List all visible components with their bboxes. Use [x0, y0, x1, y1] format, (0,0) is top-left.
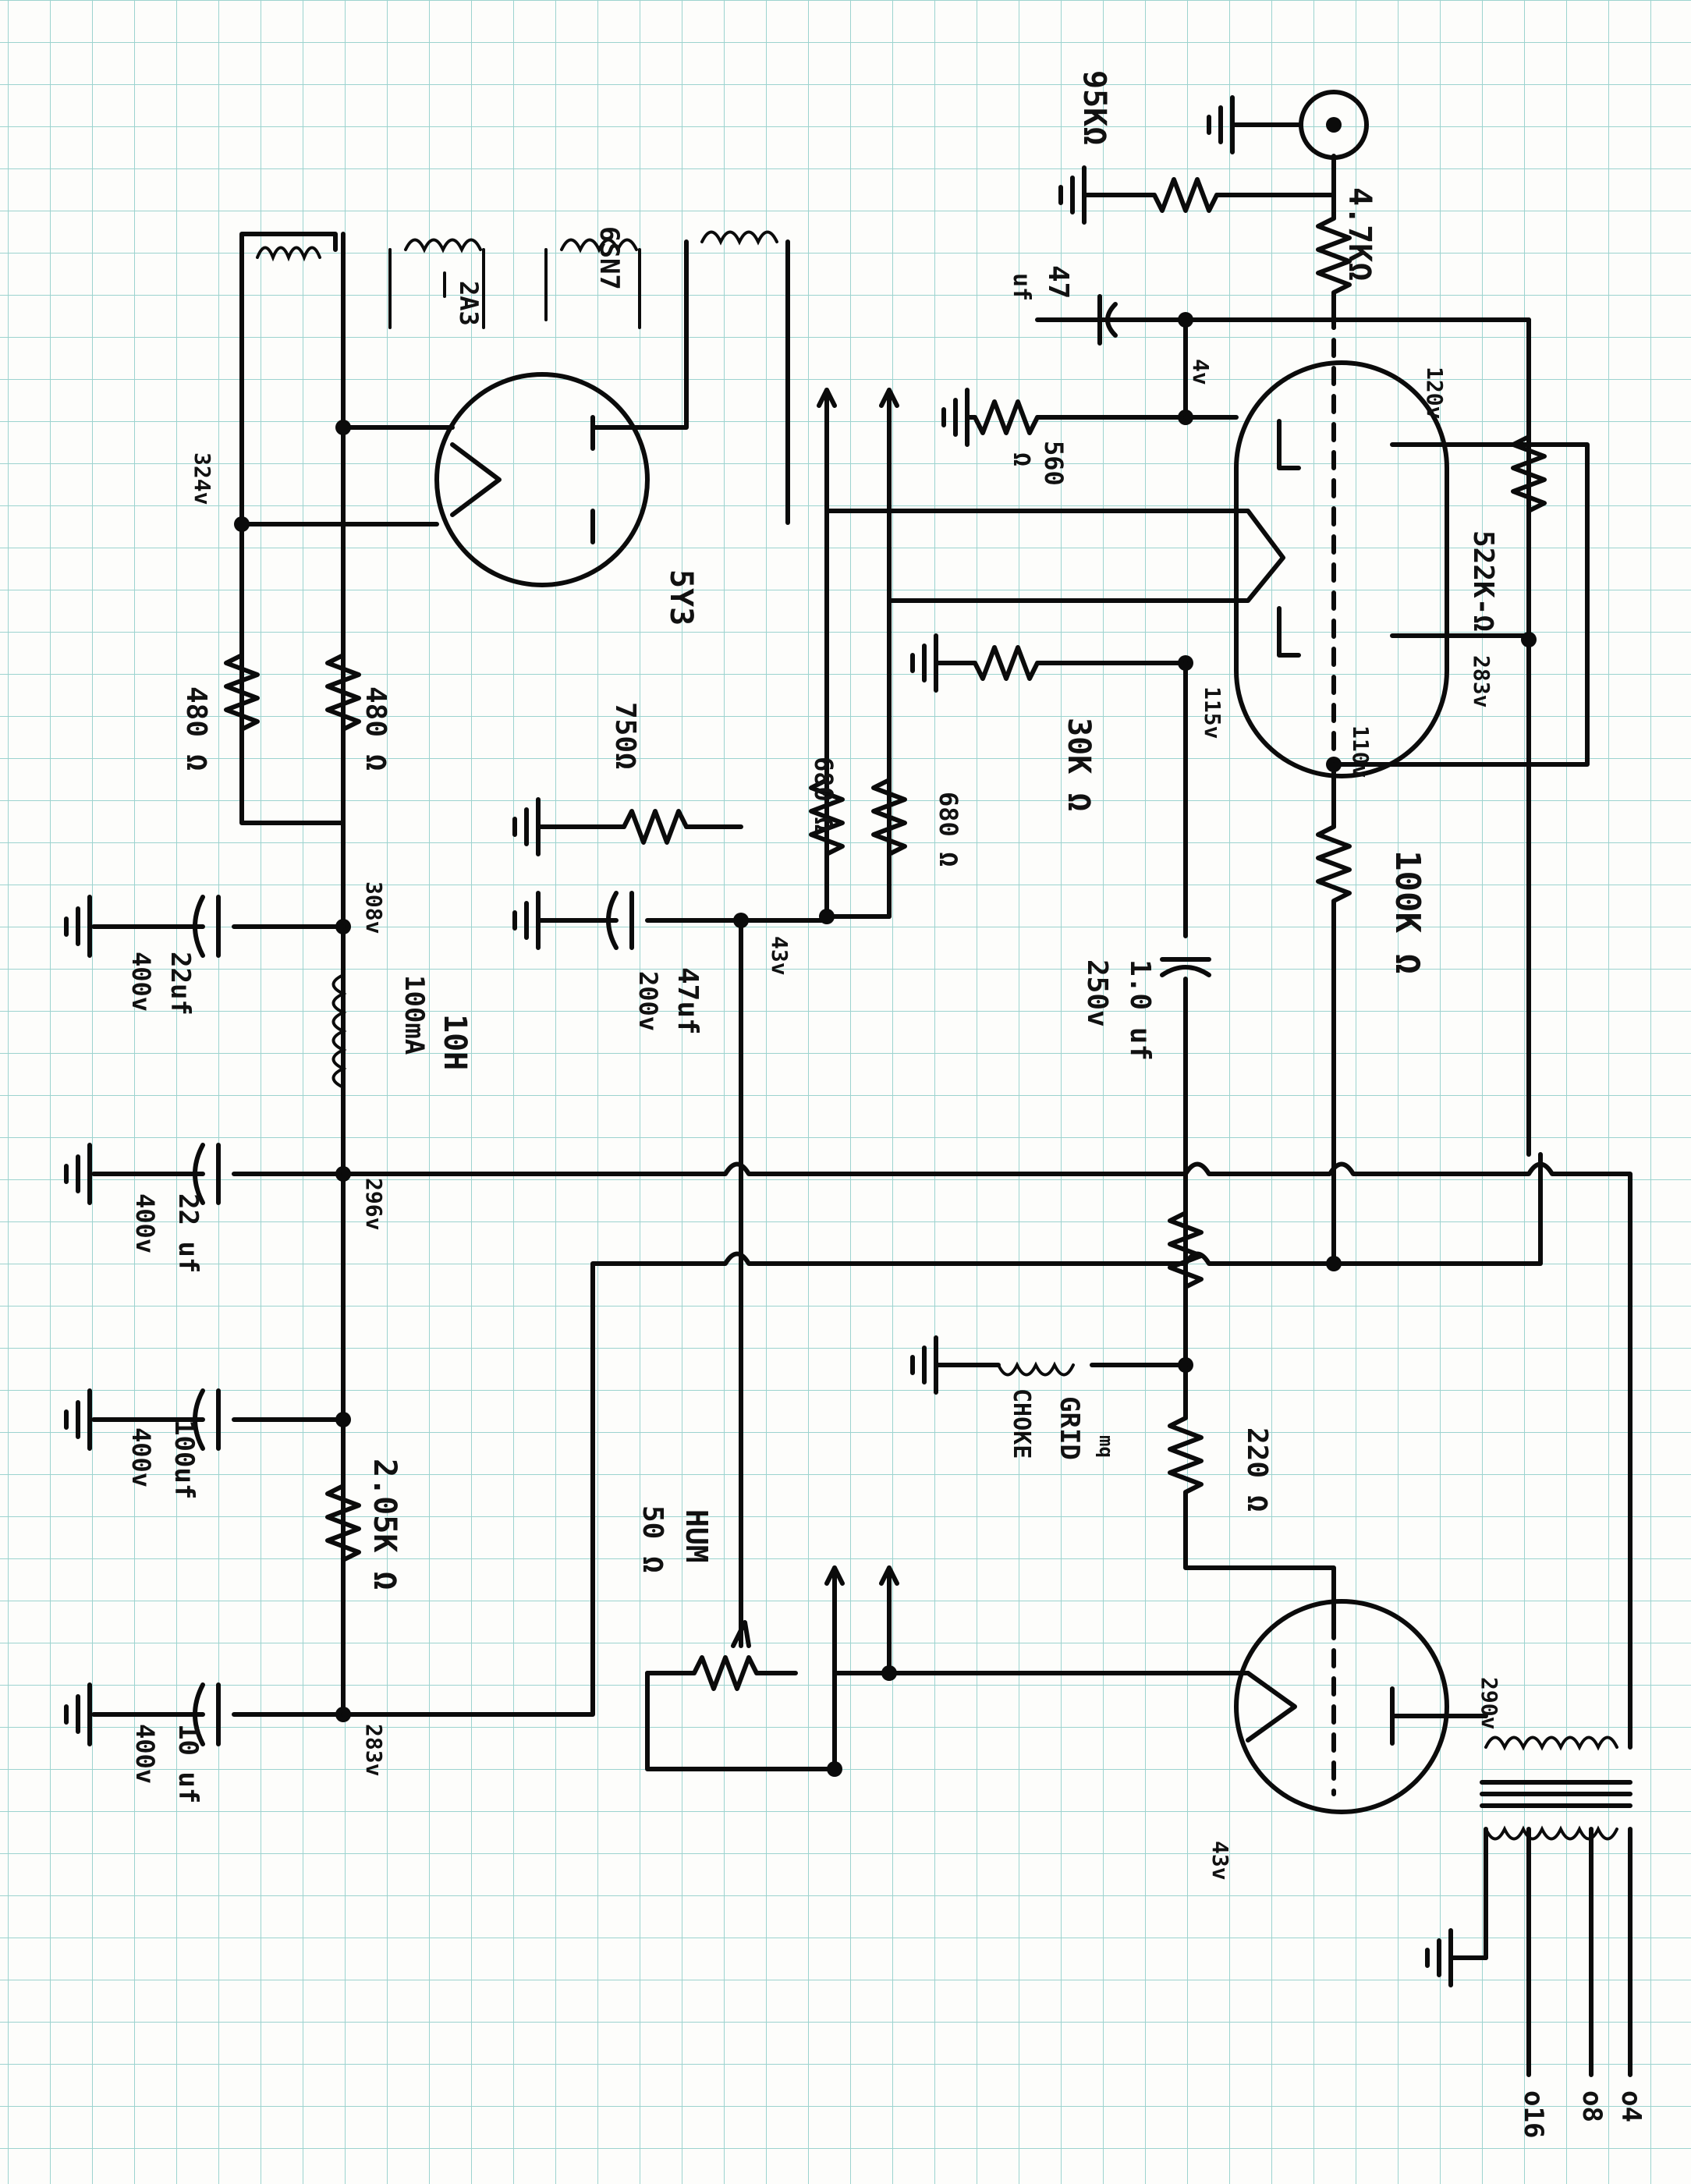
label-tube-5y3: 5Y3 — [663, 569, 699, 626]
label-v-115: 115v — [1200, 686, 1225, 739]
label-hum-val: 50 Ω — [636, 1505, 668, 1573]
label-c-47-unit: uf — [1008, 273, 1035, 301]
choke-10h-icon — [331, 973, 347, 1089]
label-grid-choke-b: CHOKE — [1008, 1388, 1035, 1459]
label-r-750: 750Ω — [609, 702, 641, 770]
output-transformer-icon — [1390, 1706, 1633, 2077]
heater-5y3-coil-icon — [700, 230, 790, 525]
label-c-47uf: 47uf — [672, 967, 704, 1035]
label-c-100uf-v: 400v — [126, 1427, 156, 1487]
label-r-560-unit: Ω — [1008, 452, 1035, 466]
label-r-30k: 30K Ω — [1061, 718, 1097, 811]
filter-caps-icon — [91, 895, 346, 1746]
label-tube-2a3: 2A3 — [454, 281, 484, 326]
grid-choke-icon — [910, 1335, 1188, 1395]
label-v-4v: 4v — [1188, 359, 1214, 385]
label-hum: HUM — [679, 1509, 714, 1563]
label-c-10uf-v: 400v — [130, 1724, 160, 1784]
heater-6sn7-coil-icon — [544, 238, 641, 329]
label-tap-16: o16 — [1518, 2090, 1549, 2138]
tube-6sn7-driver-icon — [1234, 310, 1449, 778]
heater-2a3-coil-icon — [388, 238, 485, 329]
label-v-43: 43v — [767, 936, 792, 976]
label-v-110: 110v — [1348, 725, 1374, 778]
label-c-100uf: 100uf — [168, 1420, 200, 1499]
rectifier-transformer-icon — [239, 232, 338, 262]
label-v-43-bot: 43v — [1207, 1841, 1233, 1881]
label-tube-6sn7: 6SN7 — [594, 226, 625, 290]
label-v-324: 324v — [190, 452, 215, 505]
label-v-283-bot: 283v — [361, 1724, 387, 1776]
label-c-22uf-b: 22 uf — [172, 1193, 204, 1273]
label-v-296: 296v — [361, 1178, 387, 1230]
label-r-220: 220 Ω — [1241, 1427, 1273, 1512]
tube-2a3-output-icon — [1234, 1599, 1449, 1814]
label-c-47uf-v: 200v — [633, 971, 663, 1031]
tube-5y3-icon — [434, 372, 650, 587]
label-c-1uf: 1.0 uf — [1124, 959, 1156, 1061]
label-r-2-05k: 2.05K Ω — [367, 1459, 402, 1590]
label-tap-4: o4 — [1615, 2090, 1647, 2122]
label-r-95k: 95KΩ — [1076, 70, 1112, 145]
label-r-480b: 480 Ω — [360, 686, 392, 771]
label-grid-choke-m: mq — [1095, 1435, 1117, 1458]
label-c-47: 47 — [1042, 265, 1074, 299]
label-tap-8: o8 — [1576, 2090, 1608, 2122]
label-c-22uf-a: 22uf — [165, 952, 196, 1016]
label-c-22uf-b-v: 400v — [130, 1193, 160, 1253]
label-r-680b: 680 Ω — [934, 792, 963, 867]
label-r-560: 560 — [1039, 441, 1069, 486]
label-r-100k: 100K Ω — [1388, 850, 1427, 974]
label-c-10uf: 10 uf — [172, 1724, 204, 1803]
hum-potentiometer-icon — [645, 918, 1250, 1771]
label-r-480a: 480 Ω — [180, 686, 212, 771]
label-choke-10h: 10H — [437, 1014, 473, 1070]
label-r-522k: 522K-Ω — [1467, 530, 1499, 632]
label-choke-10h-ma: 100mA — [399, 975, 430, 1055]
label-v-283-top: 283v — [1469, 655, 1494, 707]
label-v-120: 120v — [1422, 367, 1448, 419]
ground-symbols-left-icon — [64, 895, 92, 1746]
label-c-22uf-a-v: 400v — [126, 952, 156, 1012]
label-c-1uf-v: 250v — [1081, 959, 1113, 1027]
label-v-308: 308v — [361, 881, 387, 934]
label-grid-choke-a: GRID — [1054, 1396, 1085, 1460]
label-r-680a: 680 Ω — [809, 757, 838, 831]
label-v-290: 290v — [1477, 1677, 1502, 1729]
label-r-4-7k: 4.7KΩ — [1342, 187, 1377, 281]
